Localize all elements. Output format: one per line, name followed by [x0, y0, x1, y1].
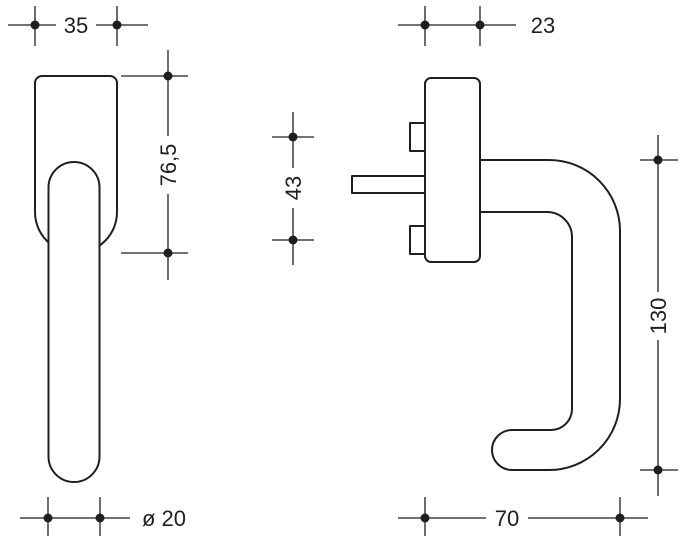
- dimension-plate-height: 76,5: [121, 50, 188, 280]
- dimension-label-front-width: 35: [64, 13, 88, 38]
- side-spindle: [351, 175, 429, 194]
- dimension-screw-spacing: 43: [272, 112, 314, 265]
- dimension-dot: [420, 513, 430, 523]
- dimension-dot: [112, 20, 122, 30]
- dimension-label-plate-height: 76,5: [156, 144, 181, 187]
- dimension-dot: [653, 465, 663, 475]
- side-handle-lever: [479, 159, 621, 471]
- label-background: [642, 292, 674, 340]
- dimension-dot: [163, 71, 173, 81]
- label-background: [56, 11, 96, 39]
- dimension-lines: [398, 6, 516, 46]
- dimension-plate-depth: 23: [398, 6, 555, 46]
- dimension-front-width: 35: [8, 6, 148, 46]
- dimension-dot: [475, 20, 485, 30]
- label-background: [486, 503, 528, 533]
- side-view: [351, 77, 621, 471]
- dimension-dot: [43, 513, 53, 523]
- dimension-label-plate-depth: 23: [531, 13, 555, 38]
- dimension-dot: [163, 248, 173, 258]
- side-rosette-plate: [424, 77, 481, 263]
- dimension-dot: [288, 235, 298, 245]
- dimension-dot: [288, 132, 298, 142]
- dimension-label-handle-length: 130: [646, 298, 671, 335]
- dimension-label-overall-depth: 70: [495, 506, 519, 531]
- front-grip-outline: [47, 161, 101, 483]
- front-view: [34, 75, 118, 483]
- dimension-label-grip-diameter: ø 20: [142, 506, 186, 531]
- dimension-lines: [20, 497, 130, 536]
- dimension-dot: [95, 513, 105, 523]
- dimension-label-screw-spacing: 43: [281, 176, 306, 200]
- dimension-dot: [653, 155, 663, 165]
- dimension-dot: [615, 513, 625, 523]
- dimension-dot: [420, 20, 430, 30]
- label-background: [152, 136, 182, 194]
- dimension-overall-depth: 70: [398, 497, 648, 536]
- dimension-dot: [30, 20, 40, 30]
- dimension-grip-diameter: ø 20: [20, 497, 186, 536]
- dimension-handle-length: 130: [640, 135, 678, 496]
- label-background: [277, 168, 309, 208]
